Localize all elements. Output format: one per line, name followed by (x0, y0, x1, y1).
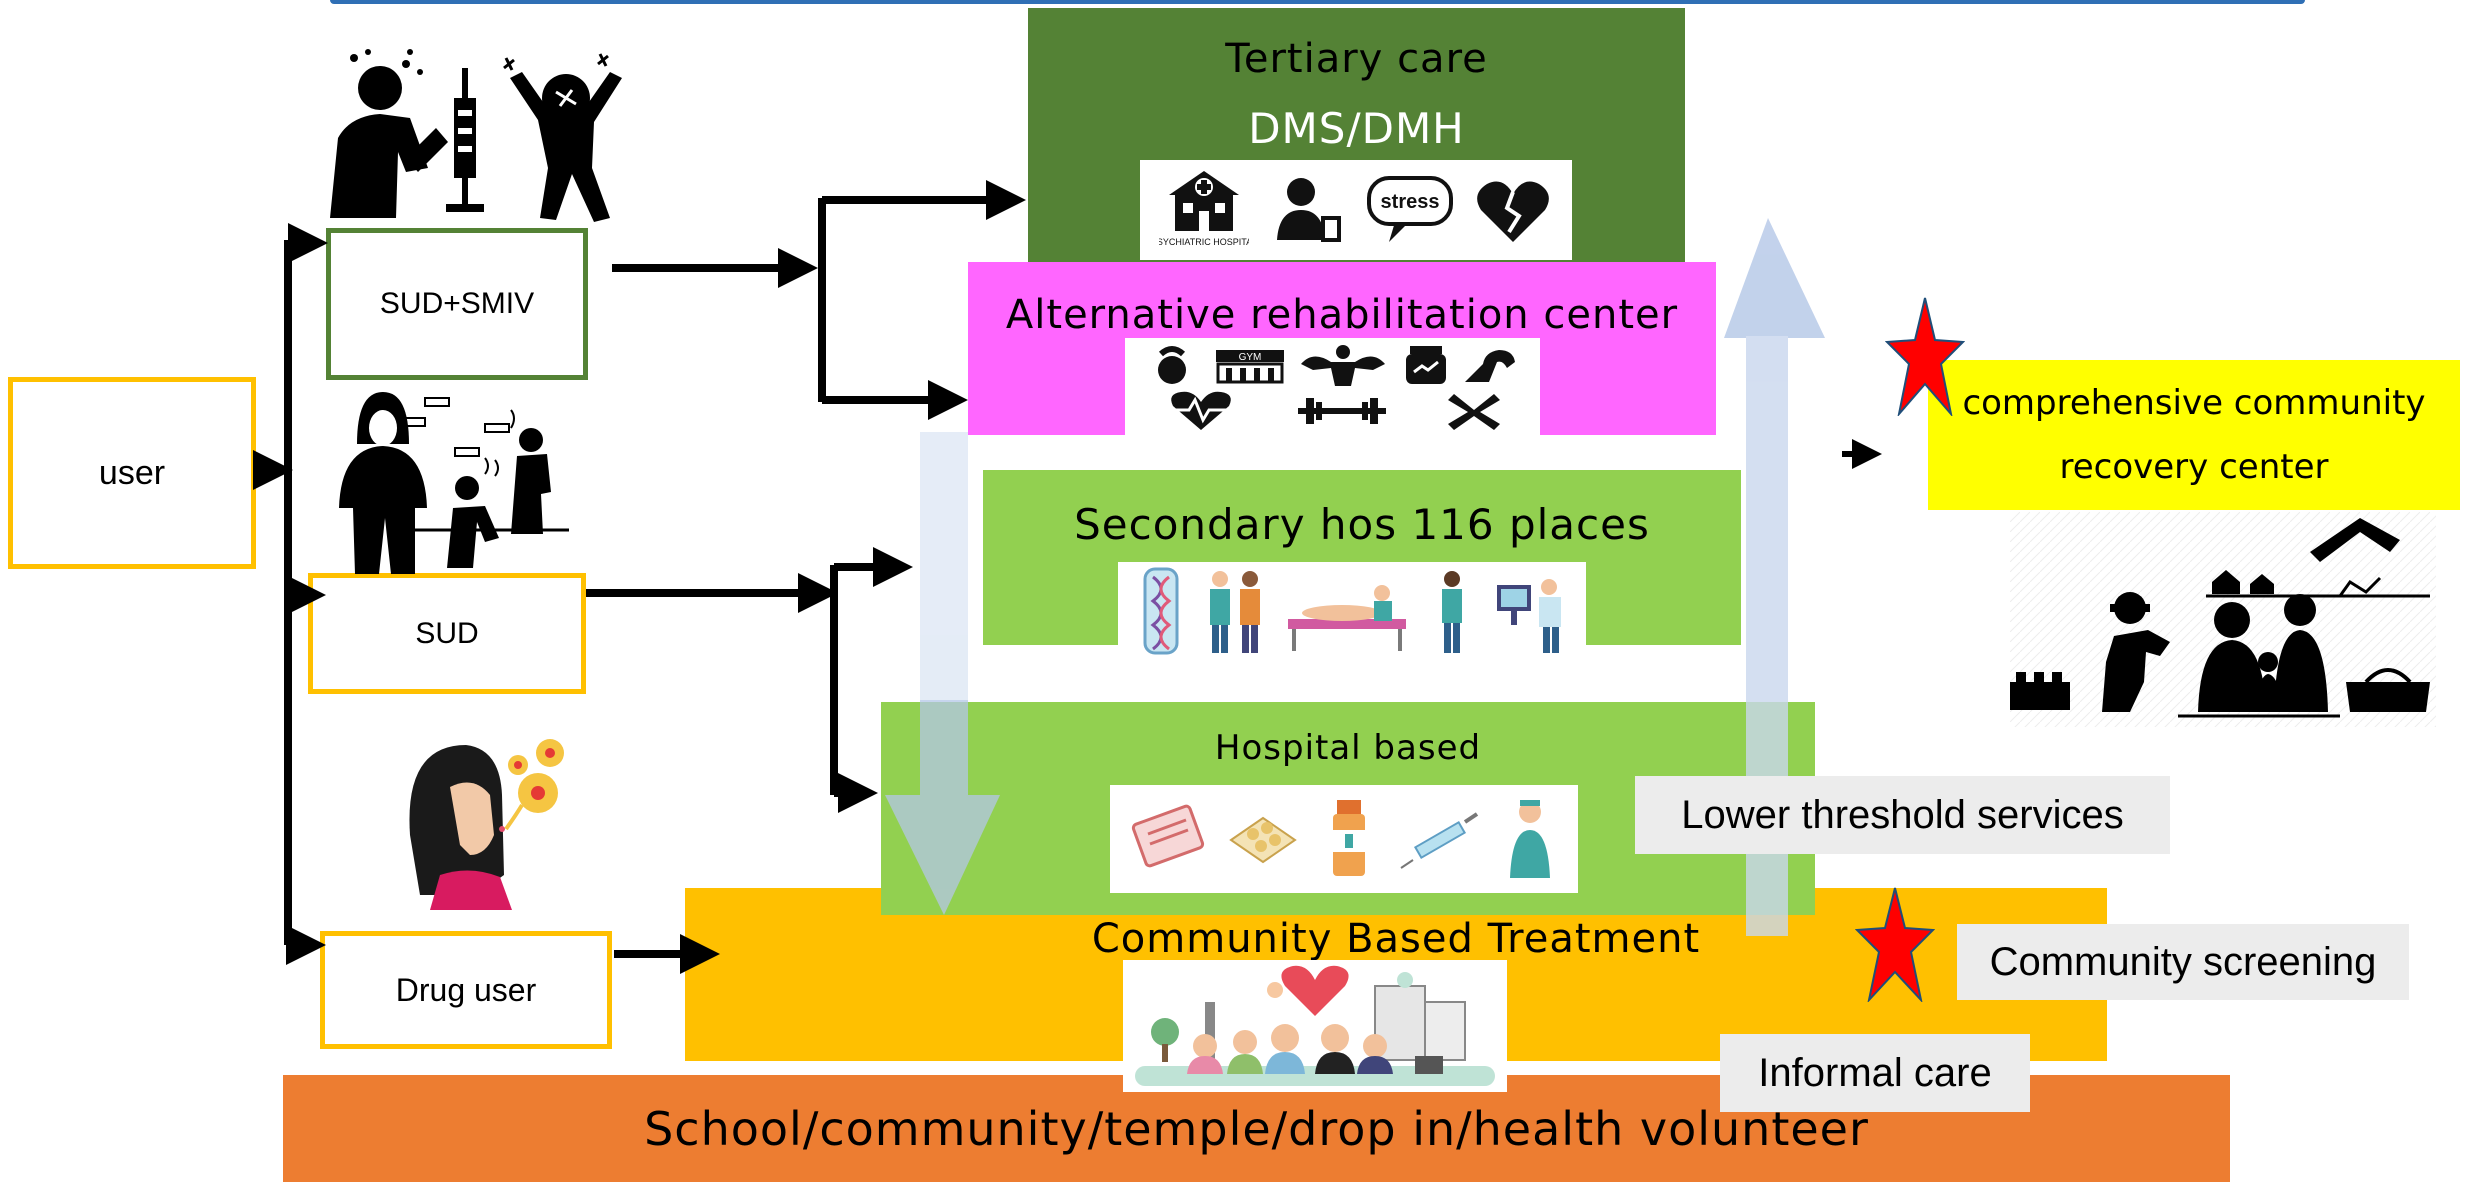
bodybuilder-icon (1300, 345, 1385, 386)
alternative-rehab-title: Alternative rehabilitation center (1005, 292, 1679, 338)
person-drink-icon (1277, 178, 1341, 242)
secondary-hospital-band: Secondary hos 116 places (983, 470, 1741, 645)
sud-box: SUD (308, 573, 586, 694)
drug-user-label: Drug user (395, 971, 537, 1008)
alternative-rehab-icon-strip: GYM (1125, 338, 1540, 438)
prescription-icon (1131, 804, 1204, 868)
treatment-bed-icon (1287, 585, 1406, 651)
lower-threshold-label: Lower threshold services (1681, 792, 2124, 837)
gym-text: GYM (1238, 352, 1261, 363)
stress-text: stress (1381, 191, 1440, 213)
broken-heart-icon (1477, 181, 1549, 242)
hooded-smokers-icon (339, 392, 569, 574)
nurse-icon (1510, 800, 1551, 878)
consultation-icon (1441, 571, 1462, 653)
kettlebell-icon (1157, 346, 1186, 384)
hospital-based-title: Hospital based (1214, 728, 1482, 768)
psychiatric-hospital-icon: PSYCHIATRIC HOSPITAL (1159, 171, 1249, 247)
community-treatment-title: Community Based Treatment (1091, 916, 1701, 962)
star-icon-recovery (1885, 297, 1965, 416)
star-icon-screening (1855, 887, 1935, 1002)
secondary-icon-strip (1118, 562, 1586, 660)
community-people-heart-icon (1135, 965, 1495, 1086)
top-border-line (330, 0, 2305, 4)
tertiary-icon-strip: PSYCHIATRIC HOSPITAL stress (1140, 160, 1572, 260)
community-screening-label: Community screening (1989, 939, 2377, 984)
medicine-bottle-icon (1332, 800, 1365, 876)
lower-threshold-label-box: Lower threshold services (1635, 776, 2170, 854)
drug-user-box: Drug user (320, 931, 612, 1049)
hospital-based-icon-strip (1110, 785, 1578, 893)
tertiary-care-title: Tertiary care (1225, 36, 1488, 82)
computer-doctor-icon (1497, 579, 1562, 653)
sud-to-secondary-arrows (586, 547, 913, 813)
sud-label: SUD (415, 616, 479, 650)
heartbeat-icon (1171, 391, 1231, 430)
dna-tube-icon (1143, 567, 1179, 655)
recovery-center-box: comprehensive community recovery center (1928, 360, 2460, 510)
pills-icon (1229, 816, 1298, 864)
informal-care-label-box: Informal care (1720, 1034, 2030, 1112)
doctor-patient-icon (1210, 571, 1261, 653)
base-tier-title: School/community/temple/drop in/health v… (644, 1101, 1869, 1156)
woman-inhaling-icon (409, 739, 564, 910)
user-box-label: user (98, 453, 166, 492)
recovery-community-icon (2010, 512, 2436, 727)
user-box: user (8, 377, 256, 569)
tertiary-care-subtitle: DMS/DMH (1248, 104, 1465, 153)
sud-smiv-label: SUD+SMIV (379, 287, 535, 320)
hospital-icon-caption: PSYCHIATRIC HOSPITAL (1159, 237, 1249, 247)
recovery-center-label: comprehensive community recovery center (1962, 383, 2426, 487)
workout-routine-icon (1448, 394, 1501, 430)
syringe-icon (1400, 812, 1478, 869)
sud-smiv-box: SUD+SMIV (326, 228, 588, 380)
informal-care-label: Informal care (1758, 1050, 1992, 1095)
sud-smiv-to-tertiary-arrows (612, 180, 1026, 420)
flexed-arm-icon (1464, 350, 1515, 382)
barbell-icon (1298, 398, 1387, 424)
community-screening-label-box: Community screening (1957, 924, 2409, 1000)
supplement-jar-icon (1405, 346, 1446, 384)
community-treatment-icon-strip (1123, 960, 1507, 1092)
tertiary-care-band: Tertiary care DMS/DMH (1028, 8, 1685, 263)
gym-icon: GYM (1215, 350, 1284, 384)
secondary-hospital-title: Secondary hos 116 places (1074, 500, 1650, 549)
stress-bubble-icon: stress (1367, 176, 1453, 242)
injecting-drug-user-icon (330, 49, 622, 222)
